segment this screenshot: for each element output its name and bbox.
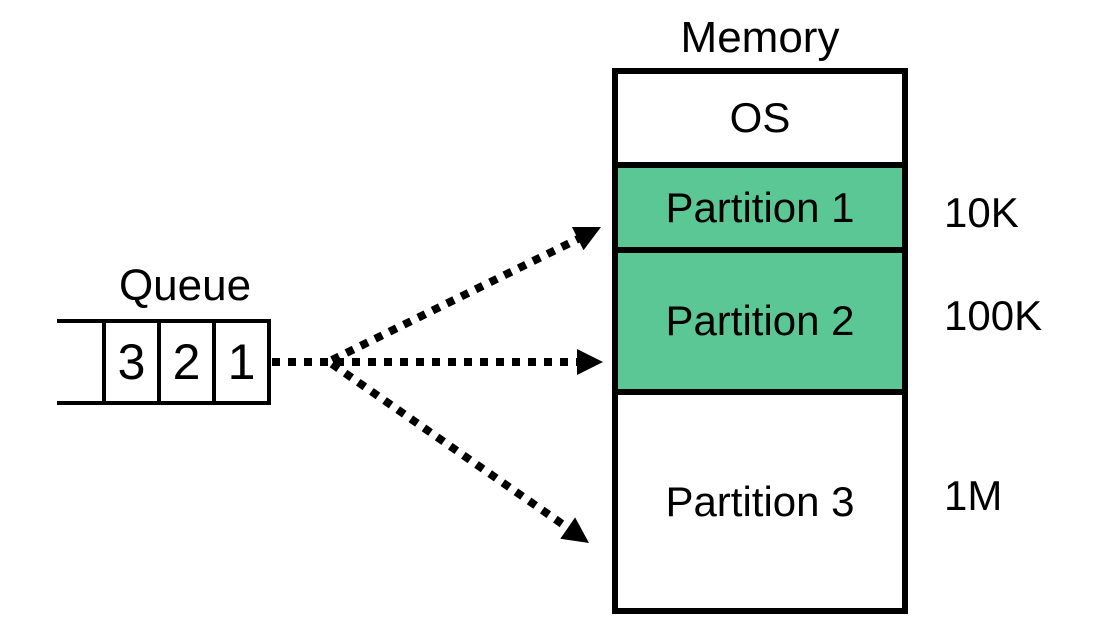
queue-cell: 2	[157, 323, 212, 401]
queue-item-2: 2	[172, 334, 201, 390]
arrowhead-partition-2	[577, 349, 603, 375]
memory-section-os: OS	[618, 74, 902, 162]
queue-open-tail	[57, 323, 102, 401]
arrowhead-partition-1	[571, 227, 601, 251]
queue-title: Queue	[118, 261, 252, 310]
memory-section-partition-2-label: Partition 2	[665, 297, 855, 344]
memory-box: OS Partition 1 Partition 2 Partition 3	[612, 68, 908, 614]
memory-section-partition-3-label: Partition 3	[665, 477, 855, 525]
memory-section-partition-2: Partition 2	[618, 247, 902, 389]
memory-title: Memory	[680, 13, 840, 62]
memory-section-partition-3: Partition 3	[618, 389, 902, 608]
queue-cell: 3	[102, 323, 157, 401]
partition-1-size-label: 10K	[944, 189, 1019, 236]
queue-item-1: 1	[227, 334, 256, 390]
queue: 3 2 1	[57, 319, 271, 405]
partition-2-size-label: 100K	[944, 292, 1043, 339]
arrow-to-partition-3	[329, 360, 571, 532]
memory-section-partition-1: Partition 1	[618, 162, 902, 247]
queue-item-3: 3	[117, 334, 146, 390]
memory-section-partition-1-label: Partition 1	[665, 183, 855, 231]
arrow-to-partition-1	[330, 235, 580, 364]
partition-3-size-label: 1M	[944, 472, 1003, 519]
memory-section-os-label: OS	[729, 94, 791, 141]
queue-cell: 1	[212, 323, 271, 401]
arrowhead-partition-3	[560, 517, 589, 543]
